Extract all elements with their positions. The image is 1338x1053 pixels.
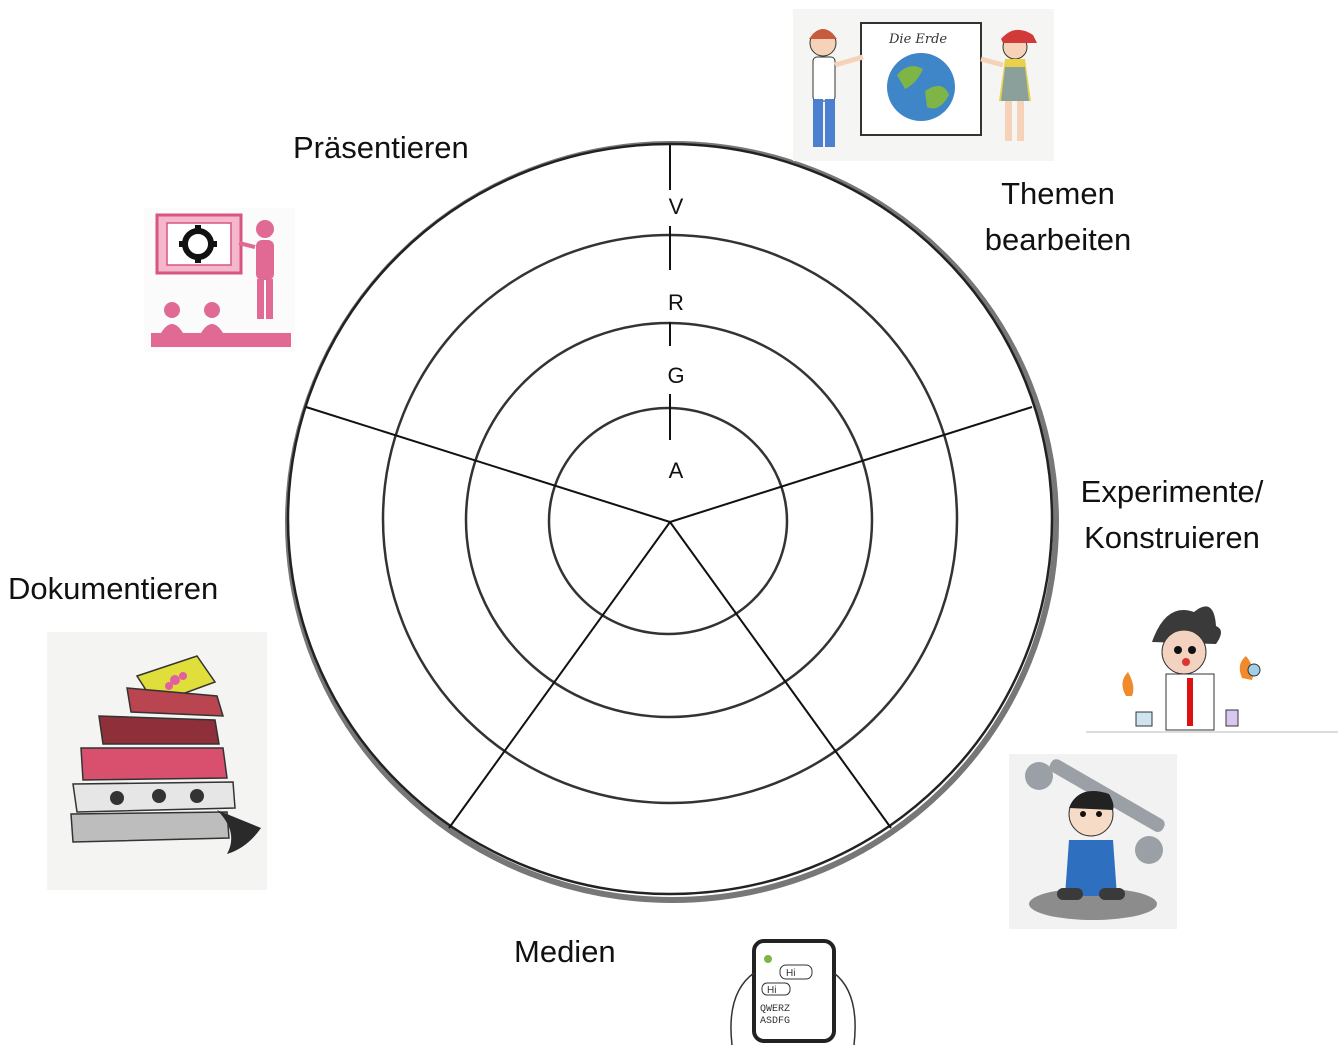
divider-bottom-right — [669, 521, 892, 829]
phone-drawing: Hi Hi QWERZ ASDFG — [722, 933, 864, 1053]
label-experimente-line1: Experimente/ — [1080, 474, 1264, 509]
phone-illustration: Hi Hi QWERZ ASDFG — [722, 933, 864, 1053]
poster-title: Die Erde — [888, 32, 947, 47]
level-g: G — [667, 363, 684, 388]
phone-bubble-2: Hi — [767, 985, 776, 996]
books-drawing — [47, 632, 267, 890]
label-themen-line2: bearbeiten — [984, 222, 1132, 257]
scientist-drawing — [1066, 586, 1338, 746]
phone-bubble-1: Hi — [786, 968, 795, 979]
presentation-drawing — [144, 208, 295, 352]
earth-icon — [887, 53, 955, 121]
wrench-boy-drawing — [1009, 754, 1177, 929]
gear-icon — [179, 225, 217, 263]
level-v: V — [669, 194, 684, 219]
scientist-illustration — [1066, 586, 1338, 746]
label-experimente: Experimente/ Konstruieren — [1058, 469, 1286, 561]
ring-1 — [547, 406, 789, 636]
flower-icon — [165, 672, 187, 690]
camera-icon — [764, 955, 772, 963]
presentation-illustration — [143, 207, 296, 353]
earth-poster-drawing: Die Erde — [793, 9, 1054, 161]
books-illustration — [47, 632, 267, 890]
divider-top-left — [305, 406, 671, 523]
outer-ring — [286, 142, 1054, 896]
phone-keys-row1: QWERZ — [760, 1004, 790, 1015]
label-medien: Medien — [514, 934, 616, 969]
label-dokumentieren: Dokumentieren — [8, 571, 219, 606]
level-a: A — [669, 458, 684, 483]
divider-top-right — [669, 406, 1033, 523]
label-praesentieren: Präsentieren — [293, 130, 469, 165]
wrench-boy-illustration — [1009, 754, 1177, 929]
divider-bottom-left — [448, 521, 671, 829]
phone-keys-row2: ASDFG — [760, 1016, 790, 1027]
label-themen-bearbeiten: Themen bearbeiten — [968, 171, 1148, 263]
level-r: R — [668, 290, 684, 315]
earth-poster-illustration: Die Erde — [793, 9, 1054, 161]
label-experimente-line2: Konstruieren — [1084, 520, 1260, 555]
label-themen-line1: Themen — [1001, 176, 1115, 211]
